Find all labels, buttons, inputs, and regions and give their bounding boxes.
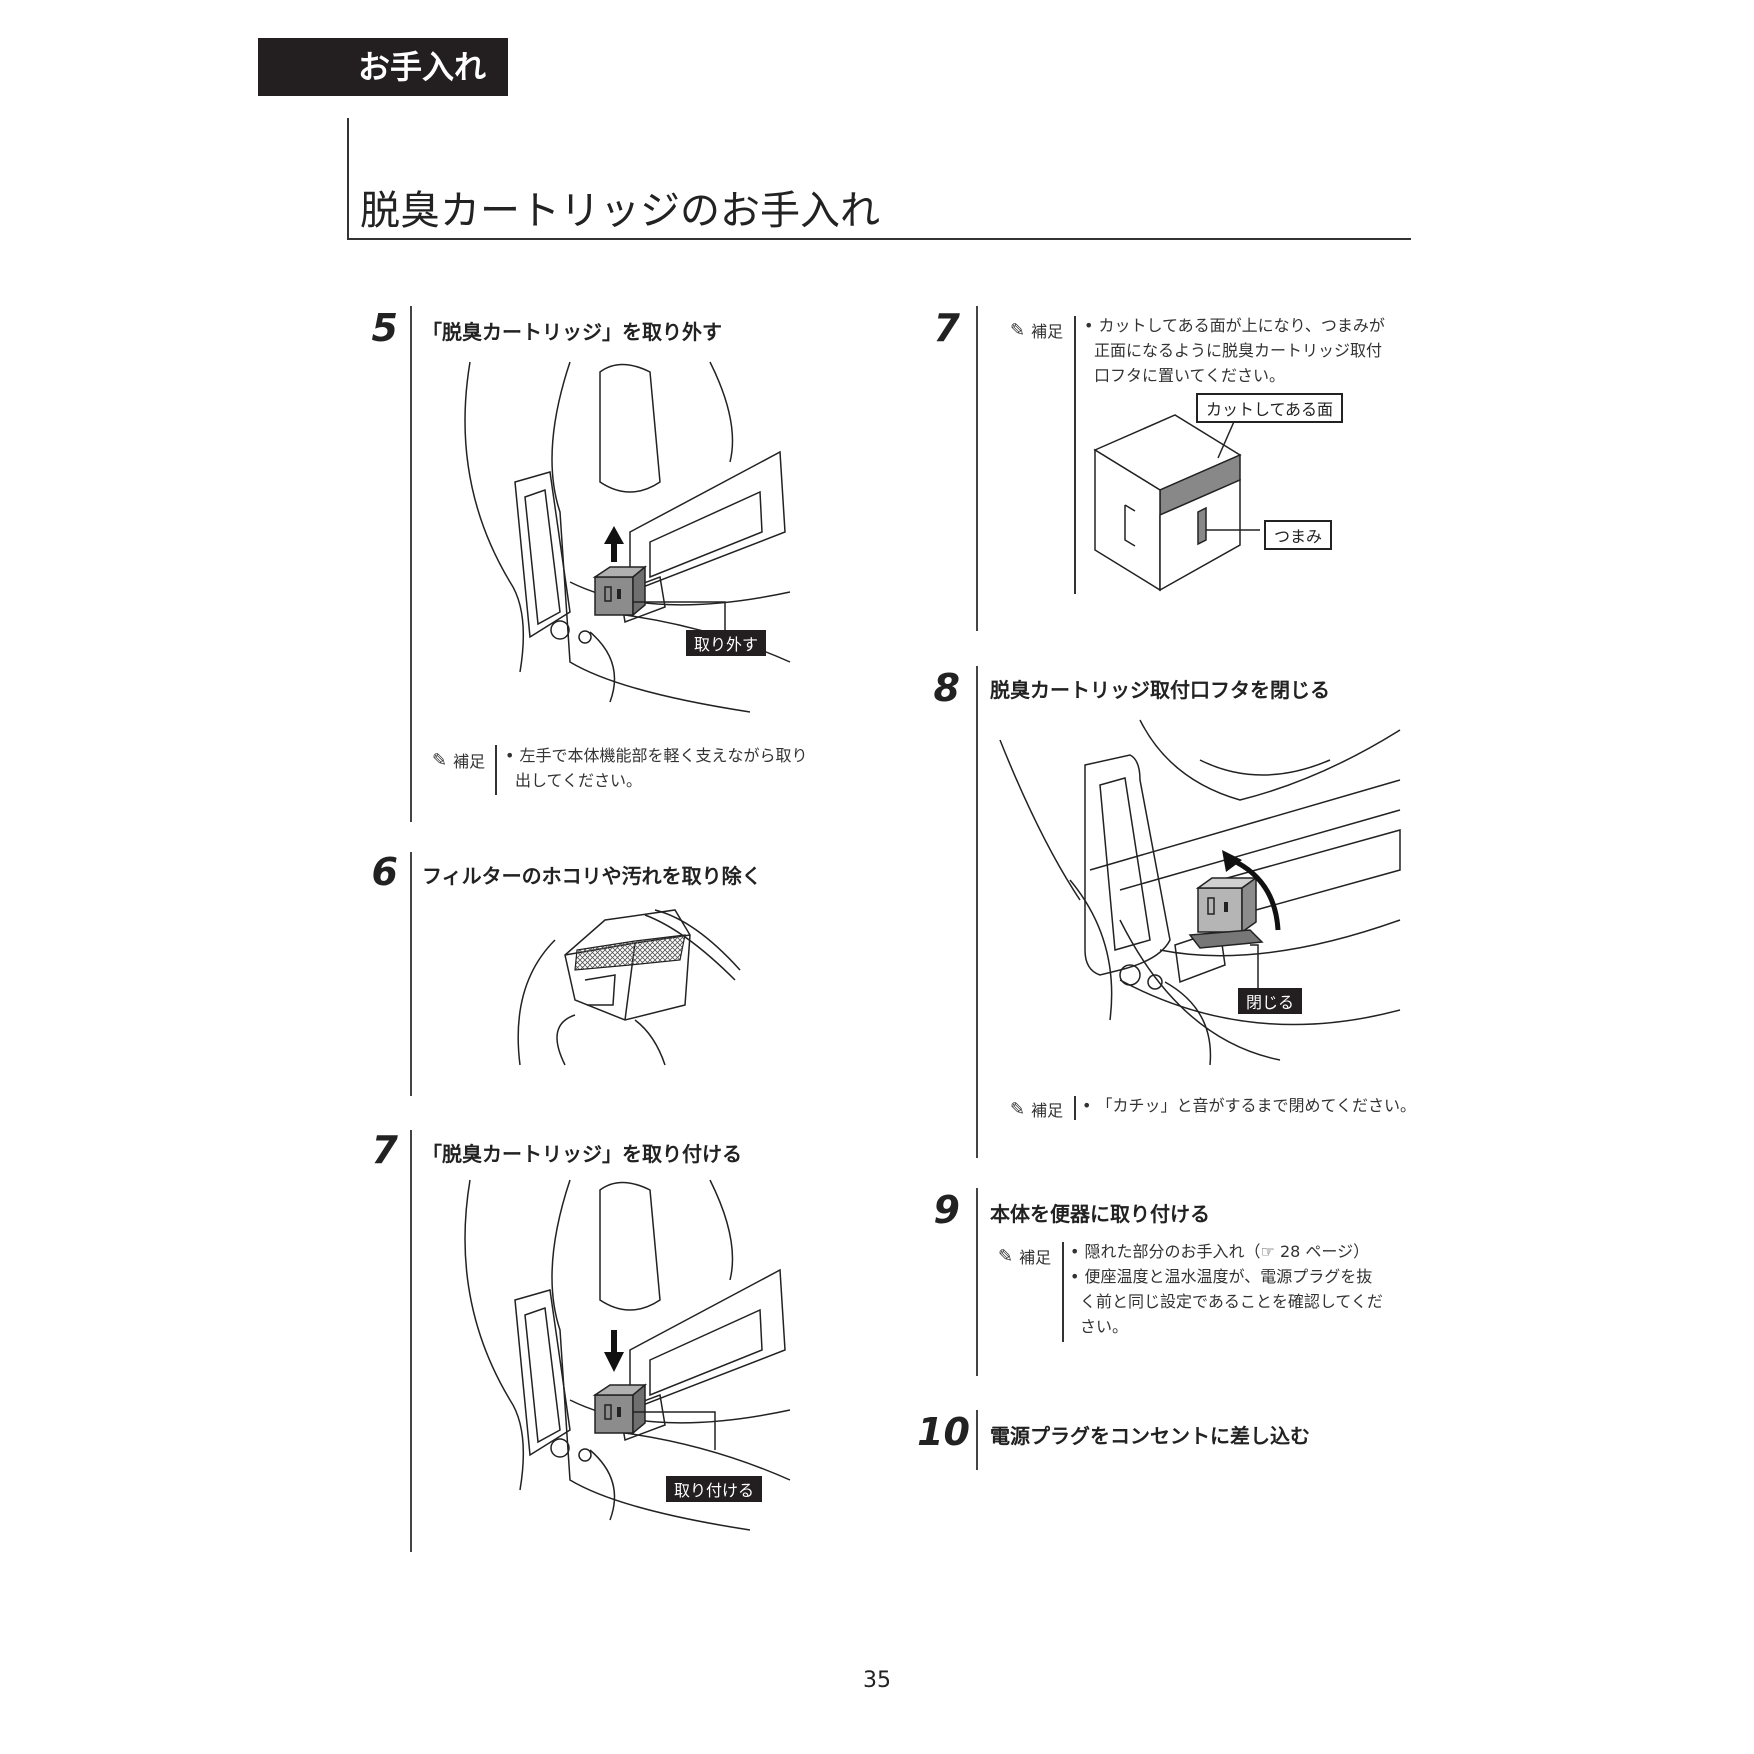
step-heading: 本体を便器に取り付ける	[990, 1202, 1210, 1226]
note-text: • 隠れた部分のお手入れ（☞ 28 ページ） • 便座温度と温水温度が、電源プラ…	[1070, 1242, 1383, 1336]
step-heading: 脱臭カートリッジ取付口フタを閉じる	[990, 678, 1330, 702]
step-heading: フィルターのホコリや汚れを取り除く	[422, 864, 762, 888]
clean-filter-illustration	[517, 909, 741, 1066]
callout-cut-face: カットしてある面	[1196, 393, 1344, 423]
callout-remove: 取り外す	[686, 630, 767, 656]
title-vertical-rule	[347, 118, 349, 240]
pencil-icon: ✎	[1010, 1098, 1026, 1120]
section-tab: お手入れ	[258, 38, 508, 96]
note-label: ✎ 補足	[1010, 319, 1064, 342]
note-bar	[495, 745, 497, 795]
callout-attach: 取り付ける	[666, 1476, 763, 1502]
step-number: 5	[371, 306, 398, 350]
close-lid-illustration	[999, 719, 1401, 1066]
step-number: 7	[371, 1128, 398, 1172]
pencil-icon: ✎	[1010, 319, 1026, 341]
note-text: • カットしてある面が上になり、つまみが 正面になるように脱臭カートリッジ取付 …	[1084, 316, 1385, 385]
step-number: 7	[933, 306, 960, 350]
note-bar	[1074, 316, 1076, 594]
cartridge-orientation-illustration	[1093, 407, 1260, 592]
step-number: 6	[371, 850, 398, 894]
arrow-up-icon	[604, 526, 624, 544]
note-label: ✎ 補足	[432, 749, 486, 772]
arrow-down-icon	[604, 1352, 624, 1372]
pencil-icon: ✎	[432, 749, 448, 771]
pencil-icon: ✎	[998, 1245, 1014, 1267]
step-rule	[976, 1188, 978, 1376]
step-number: 10	[917, 1410, 970, 1454]
step-rule	[976, 666, 978, 1158]
callout-close: 閉じる	[1238, 988, 1303, 1014]
step-number: 9	[933, 1188, 960, 1232]
remove-cartridge-illustration	[464, 361, 791, 713]
step-rule	[976, 306, 978, 631]
step-rule	[410, 852, 412, 1096]
note-text: • 「カチッ」と音がするまで閉めてください。	[1082, 1096, 1417, 1115]
note-bar	[1062, 1242, 1064, 1342]
page-title: 脱臭カートリッジのお手入れ	[360, 188, 880, 234]
page-number: 35	[863, 1668, 891, 1693]
note-bar	[1074, 1096, 1076, 1120]
step-heading: 「脱臭カートリッジ」を取り付ける	[422, 1142, 742, 1166]
step-rule	[410, 306, 412, 822]
note-label: ✎ 補足	[1010, 1098, 1064, 1121]
note-label: ✎ 補足	[998, 1245, 1052, 1268]
attach-cartridge-illustration	[464, 1179, 791, 1531]
step-rule	[410, 1130, 412, 1552]
callout-knob: つまみ	[1264, 520, 1333, 550]
step-number: 8	[933, 666, 960, 710]
step-rule	[976, 1410, 978, 1470]
step-heading: 電源プラグをコンセントに差し込む	[990, 1424, 1310, 1448]
arrow-curved-icon	[1222, 850, 1242, 872]
step-heading: 「脱臭カートリッジ」を取り外す	[422, 320, 722, 344]
note-text: • 左手で本体機能部を軽く支えながら取り 出してください。	[505, 746, 808, 790]
title-horizontal-rule	[347, 238, 1411, 240]
